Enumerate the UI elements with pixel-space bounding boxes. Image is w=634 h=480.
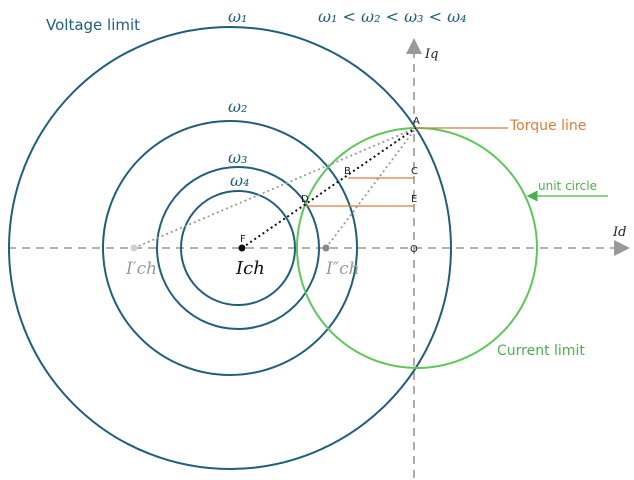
dotted-line-ich-dprime [325, 127, 417, 249]
omega4-label: ω₄ [230, 171, 249, 190]
voltage-circle-omega4 [180, 190, 296, 306]
dotted-line-ich [241, 127, 417, 249]
point-C-label: C [411, 166, 418, 177]
unit-circle-label: unit circle [538, 179, 597, 193]
omega3-label: ω₃ [228, 148, 247, 167]
ich-point [238, 244, 246, 252]
dotted-line-ich-prime [133, 127, 417, 249]
ich-dprime-point [322, 244, 330, 252]
point-F-label: F [240, 234, 246, 245]
d-axis-label: Id [612, 225, 626, 240]
q-axis-label: Iq [424, 47, 438, 62]
omega-order-label: ω₁ < ω₂ < ω₃ < ω₄ [318, 7, 467, 26]
voltage-circle-omega2 [102, 120, 358, 376]
point-B-label: B [344, 166, 351, 177]
ich-prime-label: I′ch [125, 259, 157, 279]
omega1-label: ω₁ [228, 7, 247, 26]
point-E-label: E [411, 194, 417, 205]
current-limit-label: Current limit [497, 343, 585, 359]
torque-line-label: Torque line [509, 118, 586, 134]
voltage-limit-label: Voltage limit [46, 16, 140, 34]
point-D-label: D [301, 194, 309, 205]
ich-label: Ich [235, 258, 265, 279]
voltage-circle-omega1 [8, 26, 452, 470]
point-A-label: A [413, 116, 420, 127]
point-O-label: O [410, 244, 418, 255]
omega2-label: ω₂ [228, 97, 247, 116]
voltage-circle-omega3 [156, 166, 320, 330]
ich-dprime-label: I″ch [325, 259, 360, 279]
ich-prime-point [130, 244, 138, 252]
